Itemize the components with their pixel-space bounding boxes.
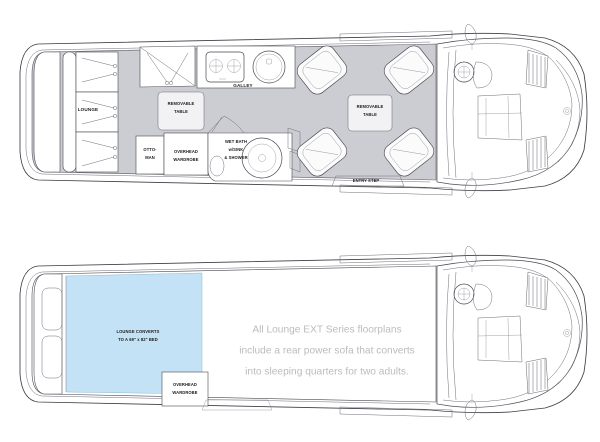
rear-lounge-sofa[interactable]: LOUNGE <box>62 51 119 173</box>
label-entry-step: ENTRY STEP <box>353 178 380 183</box>
running-board-top-night <box>339 252 453 264</box>
side-mirror-bottom-night <box>464 394 477 421</box>
running-board-bottom-night <box>339 406 453 418</box>
swivel-seat-rear-right[interactable] <box>294 124 351 179</box>
cab-area-night <box>436 245 583 421</box>
toilet <box>209 155 225 177</box>
label-lounge-converts: LOUNGE CONVERTS <box>117 329 160 334</box>
ottoman[interactable]: OTTO- MAN <box>135 135 165 175</box>
running-board-bottom-day <box>339 184 453 196</box>
label-lounge: LOUNGE <box>78 107 99 112</box>
callout-line-1: All Lounge EXT Series floorplans <box>252 325 401 336</box>
label-removable-table-left-2: TABLE <box>174 109 188 114</box>
swivel-seat-rear-left[interactable] <box>294 42 351 97</box>
cab-area-day <box>436 23 583 199</box>
side-mirror-bottom <box>464 172 477 199</box>
shower-pan <box>241 137 283 179</box>
label-overhead-wardrobe-night-2: WARDROBE <box>172 390 197 395</box>
label-overhead-wardrobe: OVERHEAD <box>174 149 198 154</box>
rear-wall-night <box>33 273 63 395</box>
label-overhead-wardrobe-night: OVERHEAD <box>173 382 197 387</box>
burner-left <box>209 59 223 73</box>
rear-wall-day <box>33 51 61 173</box>
grille-vent-lower <box>525 135 549 173</box>
steering-wheel <box>453 61 475 83</box>
overhead-wardrobe-day[interactable]: OVERHEAD WARDROBE <box>163 132 209 176</box>
grille-vent-lower-night <box>525 357 549 395</box>
label-removable-table-right: REMOVABLE <box>357 104 384 109</box>
cooktop[interactable] <box>205 51 245 83</box>
grille-vent-upper <box>525 49 549 89</box>
running-board-top-day <box>339 30 453 42</box>
callout-text: All Lounge EXT Series floorplans include… <box>239 325 415 378</box>
removable-table-left[interactable]: REMOVABLE TABLE <box>157 91 205 131</box>
label-removable-table-left: REMOVABLE <box>168 101 195 106</box>
entry-step-night <box>201 399 273 411</box>
label-galley: GALLEY <box>233 83 253 88</box>
label-wet-bath-2: w/SINK <box>228 147 244 152</box>
removable-table-right[interactable]: REMOVABLE TABLE <box>347 94 393 132</box>
side-mirror-top-night <box>464 245 477 272</box>
label-overhead-wardrobe-2: WARDROBE <box>173 157 198 162</box>
callout-line-2: include a rear power sofa that converts <box>239 346 415 357</box>
forward-dinette-seat[interactable] <box>139 45 196 88</box>
label-lounge-converts-2: TO A 69" x 82" BED <box>118 337 158 342</box>
label-wet-bath-3: & SHOWER <box>224 155 247 160</box>
seatbelt-straps <box>81 57 117 167</box>
burner-right <box>227 59 241 73</box>
steering-wheel-night <box>453 283 475 305</box>
grille-vent-upper-night <box>525 271 549 311</box>
label-wet-bath: WET BATH <box>225 139 247 144</box>
label-removable-table-right-2: TABLE <box>363 112 377 117</box>
label-ottoman: OTTO- <box>143 147 157 152</box>
overhead-wardrobe-night[interactable]: OVERHEAD WARDROBE <box>161 371 209 407</box>
swivel-seat-front-left[interactable] <box>381 42 438 97</box>
day-floorplan: LOUNGE <box>19 23 588 199</box>
galley-sink[interactable] <box>252 50 286 84</box>
swivel-seat-front-right[interactable] <box>381 124 438 179</box>
night-floorplan: LOUNGE CONVERTS TO A 69" x 82" BED OVERH… <box>19 245 588 421</box>
wet-bath[interactable]: WET BATH w/SINK & SHOWER <box>207 115 301 182</box>
side-mirror-top <box>464 23 477 50</box>
callout-line-3: into sleeping quarters for two adults. <box>245 367 409 378</box>
galley-counter[interactable]: GALLEY <box>196 45 296 89</box>
entry-step[interactable]: ENTRY STEP <box>331 175 405 187</box>
label-ottoman-2: MAN <box>145 155 155 160</box>
